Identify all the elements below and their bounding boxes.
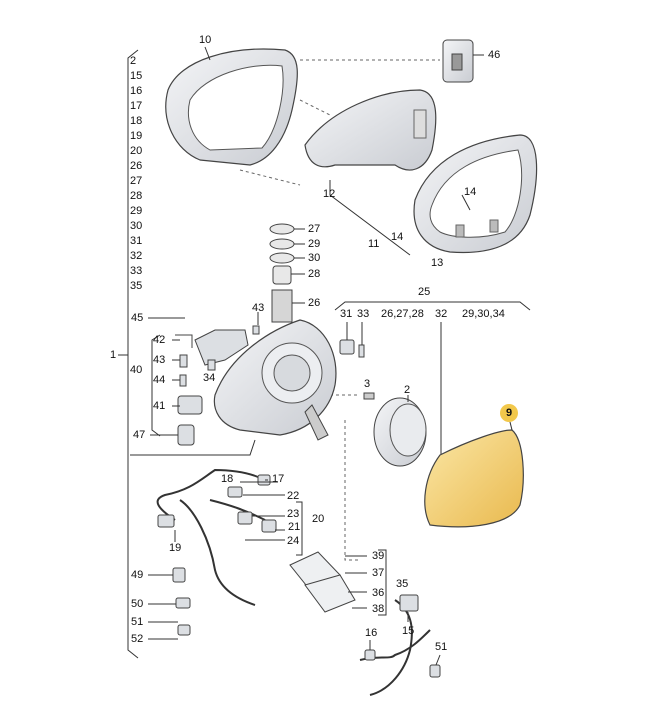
callout-20: 20 [312, 513, 325, 525]
callout-39: 39 [372, 550, 385, 562]
callout-18: 18 [221, 473, 234, 485]
list-item: 18 [130, 115, 143, 127]
callout-9: 9 [500, 404, 518, 422]
callout-29-30-34: 29,30,34 [462, 308, 505, 320]
callout-37: 37 [372, 567, 385, 579]
washer-stack [269, 223, 295, 323]
callout-14: 14 [391, 231, 404, 243]
list-item: 15 [130, 70, 143, 82]
callout-14-b: 14 [464, 186, 477, 198]
mirror-cover-10 [165, 48, 298, 166]
list-item: 29 [130, 205, 143, 217]
list-item: 35 [130, 280, 143, 292]
callout-26-27-28: 26,27,28 [381, 308, 424, 320]
list-item: 19 [130, 130, 143, 142]
callout-51: 51 [131, 616, 144, 628]
callout-44: 44 [153, 374, 166, 386]
connectors-lower [157, 474, 441, 678]
callout-10: 10 [199, 34, 212, 46]
mirror-base [213, 319, 337, 441]
list-item: 32 [130, 250, 143, 262]
list-item: 33 [130, 265, 143, 277]
mirror-frame-13 [413, 134, 538, 254]
screw-3 [363, 392, 375, 400]
callout-42: 42 [153, 334, 166, 346]
callout-50: 50 [131, 598, 144, 610]
list-item: 20 [130, 145, 143, 157]
callout-19: 19 [169, 542, 182, 554]
small-parts-left [175, 325, 260, 446]
callout-21: 21 [288, 521, 301, 533]
callout-17: 17 [272, 473, 285, 485]
callout-31: 31 [340, 308, 353, 320]
callout-13: 13 [431, 257, 444, 269]
callout-16: 16 [365, 627, 378, 639]
mirror-glass-9 [424, 429, 524, 528]
callout-46: 46 [488, 49, 501, 61]
callout-34: 34 [203, 372, 216, 384]
callout-25: 25 [418, 286, 431, 298]
callout-41: 41 [153, 400, 166, 412]
callout-28: 28 [308, 268, 321, 280]
left-bracket [118, 49, 161, 659]
callout-36: 36 [372, 587, 385, 599]
list-item: 16 [130, 85, 143, 97]
callout-26: 26 [308, 297, 321, 309]
callout-30: 30 [308, 252, 321, 264]
callout-11: 11 [368, 238, 380, 250]
callout-49: 49 [131, 569, 144, 581]
callout-2: 2 [404, 384, 411, 396]
wiring-harness [156, 468, 431, 696]
callout-47: 47 [133, 429, 146, 441]
callout-43: 43 [252, 302, 265, 314]
motor-2 [373, 397, 427, 467]
mirror-housing-12 [304, 89, 437, 171]
list-item: 2 [130, 55, 137, 67]
callout-43-b: 43 [153, 354, 166, 366]
callout-52: 52 [131, 633, 144, 645]
group-label-1: 1 [110, 349, 117, 361]
callout-15: 15 [402, 625, 415, 637]
list-item: 26 [130, 160, 143, 172]
list-item: 31 [130, 235, 143, 247]
part-46 [442, 39, 484, 83]
callout-24: 24 [287, 535, 300, 547]
callout-23: 23 [287, 508, 300, 520]
callout-32: 32 [435, 308, 448, 320]
list-item: 17 [130, 100, 143, 112]
callout-33: 33 [357, 308, 370, 320]
plates-36-38 [289, 551, 356, 613]
callout-29: 29 [308, 238, 321, 250]
callout-51-b: 51 [435, 641, 448, 653]
callout-38: 38 [372, 603, 385, 615]
callout-45: 45 [131, 312, 144, 324]
callout-12: 12 [323, 188, 336, 200]
guide-lines [239, 59, 440, 561]
callout-22: 22 [287, 490, 300, 502]
callout-3: 3 [364, 378, 371, 390]
connector-31-33 [339, 339, 365, 358]
callout-35: 35 [396, 578, 409, 590]
list-item: 28 [130, 190, 143, 202]
callout-27: 27 [308, 223, 321, 235]
group-label-40: 40 [130, 364, 143, 376]
list-item: 27 [130, 175, 143, 187]
list-item: 30 [130, 220, 143, 232]
